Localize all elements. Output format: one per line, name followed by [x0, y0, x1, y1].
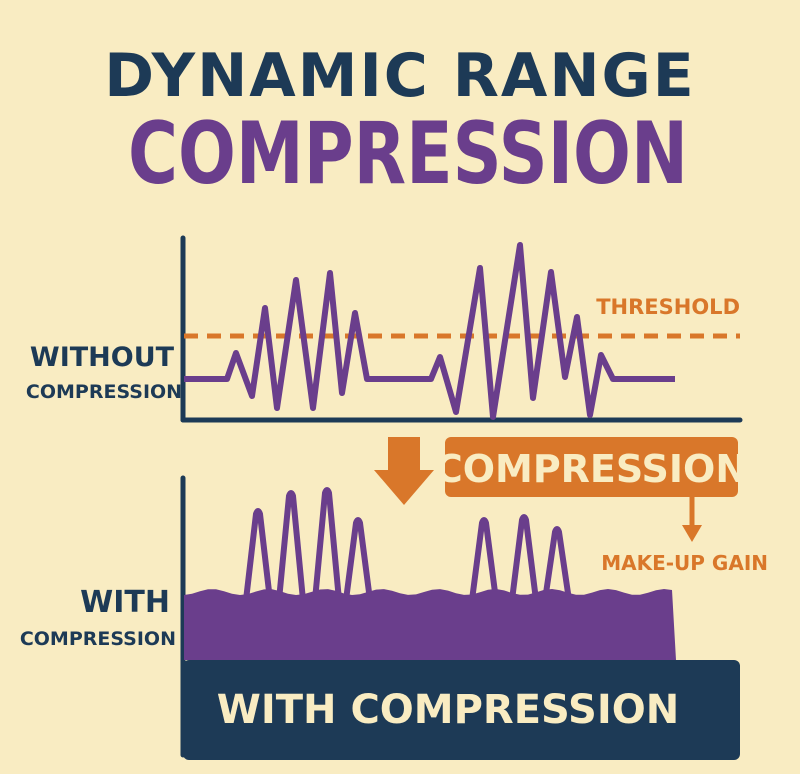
uncompressed-waveform — [184, 242, 675, 420]
banner-label: WITH COMPRESSION — [217, 687, 679, 733]
with-compression-banner — [183, 660, 740, 760]
down-arrow-icon — [374, 437, 434, 505]
peak-spike — [243, 508, 273, 601]
threshold-label: THRESHOLD — [596, 295, 740, 319]
compression-box — [445, 437, 738, 497]
title-line2: COMPRESSION — [128, 104, 688, 204]
with-label-line1: WITH — [80, 585, 170, 620]
compressed-signal-fill — [184, 589, 676, 660]
compressed-peaks — [243, 487, 572, 601]
without-label-line1: WITHOUT — [30, 342, 175, 373]
makeup-gain-label: MAKE-UP GAIN — [601, 551, 768, 575]
compression-box-label: COMPRESSION — [435, 447, 747, 491]
peak-spike — [276, 490, 306, 601]
with-label-line2: COMPRESSION — [20, 628, 176, 650]
without-label-line2: COMPRESSION — [26, 381, 182, 403]
title-line1: DYNAMIC RANGE — [104, 41, 696, 111]
peak-spike — [312, 487, 342, 601]
peak-spike — [343, 517, 373, 601]
peak-spike — [542, 526, 572, 601]
peak-spike — [509, 514, 539, 601]
peak-spike — [469, 517, 499, 601]
makeup-arrow-icon — [682, 525, 702, 542]
